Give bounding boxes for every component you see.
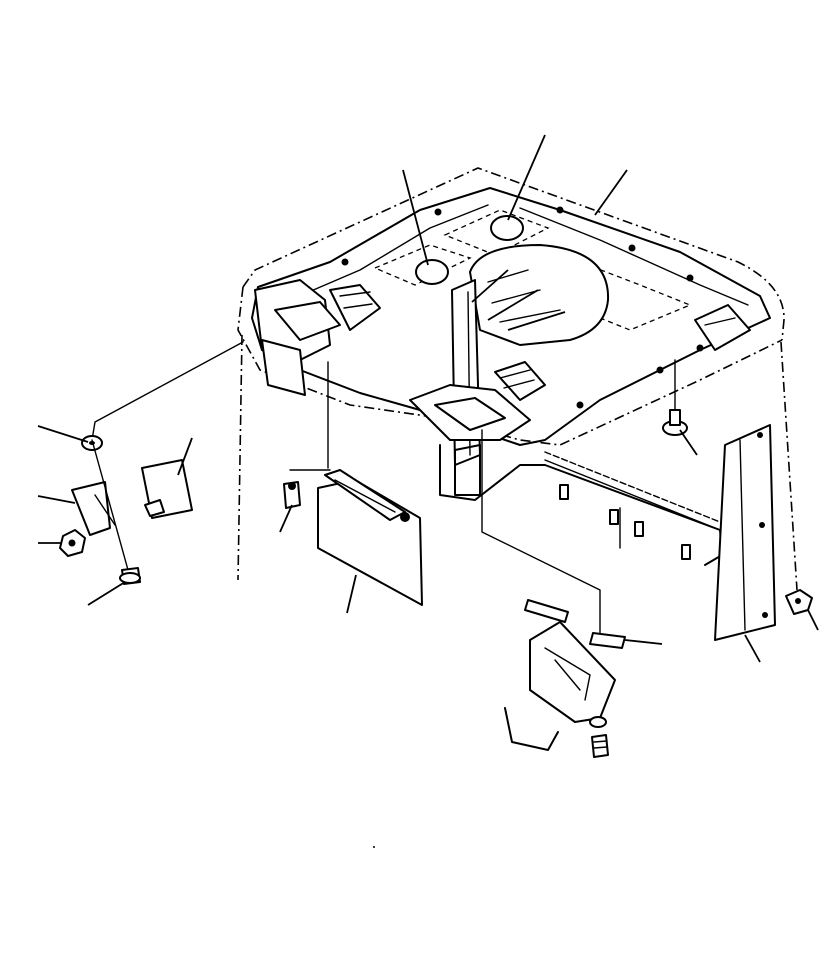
callout-leaders <box>37 134 819 663</box>
center-vent-duct <box>409 361 546 441</box>
leader-headliner-3 <box>507 311 566 331</box>
leader-grommet-left <box>402 169 429 266</box>
roof-grommets <box>415 215 524 285</box>
right-roof-bolt <box>662 359 688 436</box>
leader-washer <box>37 425 89 443</box>
leader-screw <box>87 581 126 606</box>
leader-lamp-panel <box>346 574 357 614</box>
leader-headliner-1 <box>471 269 509 303</box>
leader-roof <box>594 169 628 216</box>
roof-outline <box>237 167 798 591</box>
leader-clip <box>624 639 663 645</box>
leader-roof-bolt <box>679 429 698 456</box>
left-vent-duct <box>254 279 381 396</box>
left-hardware <box>59 341 244 585</box>
side-channel <box>714 424 776 641</box>
leader-headliner-2 <box>487 289 539 321</box>
lower-right-hardware <box>481 429 626 758</box>
leader-bracket <box>37 495 76 504</box>
leader-nut-right <box>807 609 819 631</box>
headliner-pad <box>469 244 610 346</box>
leader-lamp-screw <box>279 504 293 533</box>
leader-pad <box>177 437 193 476</box>
scan-dot <box>373 846 375 848</box>
right-latch-block <box>694 304 751 351</box>
leader-grommet-right <box>507 134 546 221</box>
right-nut-cluster <box>785 589 813 615</box>
lamp-panel <box>283 361 423 606</box>
leader-channel <box>744 634 761 663</box>
